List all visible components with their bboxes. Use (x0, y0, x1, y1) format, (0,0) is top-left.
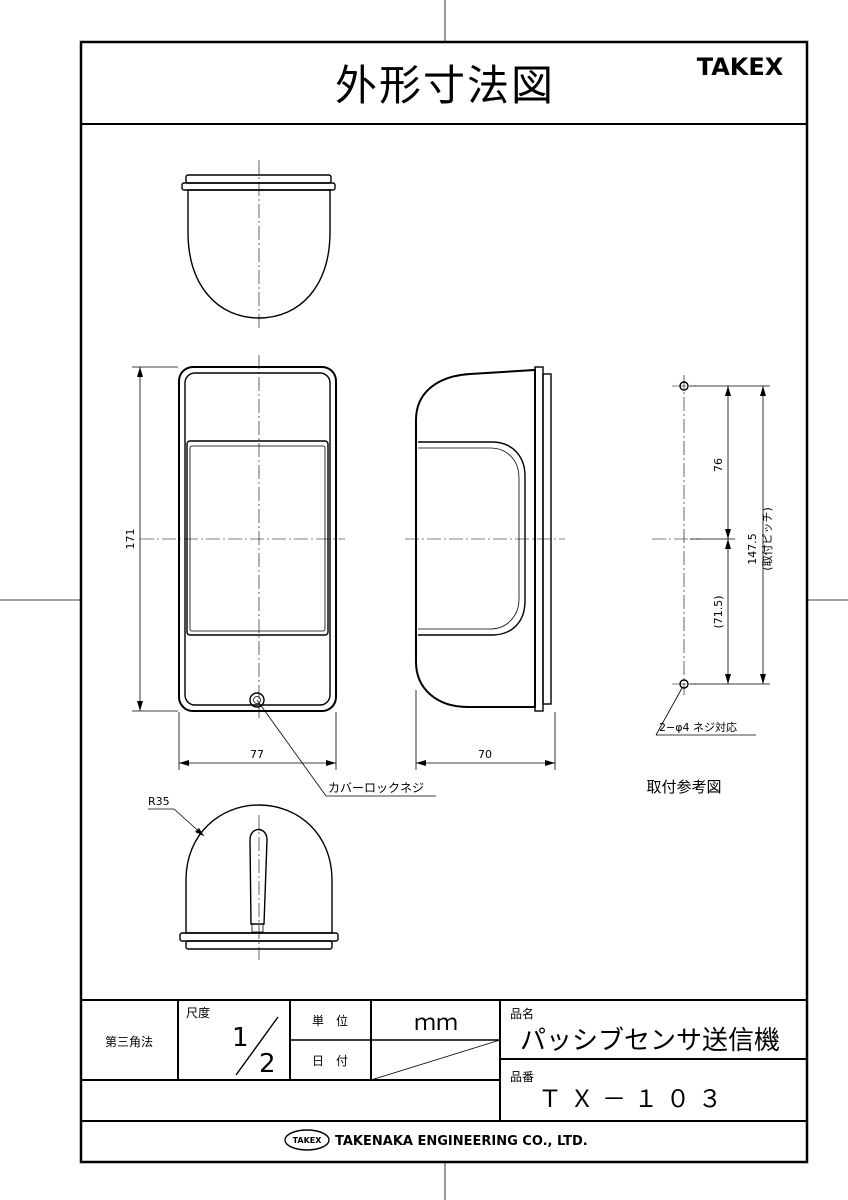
side-width-dimension: 70 (415, 690, 556, 770)
dim-pitch-note-label: (取付ピッチ) (761, 507, 774, 571)
unit-value: ｍｍ (414, 1011, 458, 1036)
screw-callout: カバーロックネジ (256, 699, 436, 797)
screw-note: カバーロックネジ (328, 781, 424, 795)
scale-numerator: 1 (232, 1023, 249, 1053)
mount-ref-title: 取付参考図 (646, 778, 721, 796)
height-dimension: 171 (124, 366, 178, 712)
dim-front-width-label: 77 (250, 748, 264, 761)
company-name: TAKENAKA ENGINEERING CO., LTD. (335, 1134, 588, 1149)
page-title: 外形寸法図 (335, 61, 555, 110)
footer: TAKEX TAKENAKA ENGINEERING CO., LTD. (284, 1129, 588, 1151)
dim-pitch-lower-label: (71.5) (712, 595, 725, 628)
footer-logo-text: TAKEX (293, 1136, 323, 1145)
date-label: 日 付 (312, 1054, 348, 1068)
mounting-reference: 76 (71.5) 147.5 (取付ピッチ) 2−φ4 ネジ対応 取付参考図 (646, 375, 774, 796)
product-number-label: 品番 (510, 1070, 534, 1084)
dim-side-width-label: 70 (478, 748, 492, 761)
projection-label: 第三角法 (105, 1035, 153, 1049)
brand-logo: TAKEX (697, 53, 784, 81)
unit-label: 単 位 (312, 1013, 348, 1028)
company-logo-icon (284, 1129, 330, 1151)
side-view (405, 366, 565, 712)
title-block: 第三角法 尺度 1 2 単 位 ｍｍ 日 付 品名 パッシブセンサ送信機 品番 … (81, 999, 807, 1122)
hole-note: 2−φ4 ネジ対応 (659, 720, 737, 734)
scale-denominator: 2 (259, 1049, 276, 1079)
cover-lock-screw-icon (249, 692, 265, 708)
bottom-view: R35 (148, 795, 339, 960)
front-width-dimension: 77 (178, 712, 337, 770)
dim-pitch-total-label: 147.5 (746, 533, 759, 565)
product-name-value: パッシブセンサ送信機 (520, 1026, 780, 1056)
scale-label: 尺度 (186, 1005, 210, 1020)
dim-pitch-upper-label: 76 (712, 458, 725, 472)
outer-frame (79, 40, 809, 1164)
product-name-label: 品名 (510, 1006, 534, 1021)
dim-height-label: 171 (124, 529, 137, 550)
front-view (140, 355, 345, 718)
product-number-value: ＴＸ－１０３ (538, 1085, 730, 1113)
top-view (181, 160, 336, 330)
radius-label: R35 (148, 795, 170, 808)
